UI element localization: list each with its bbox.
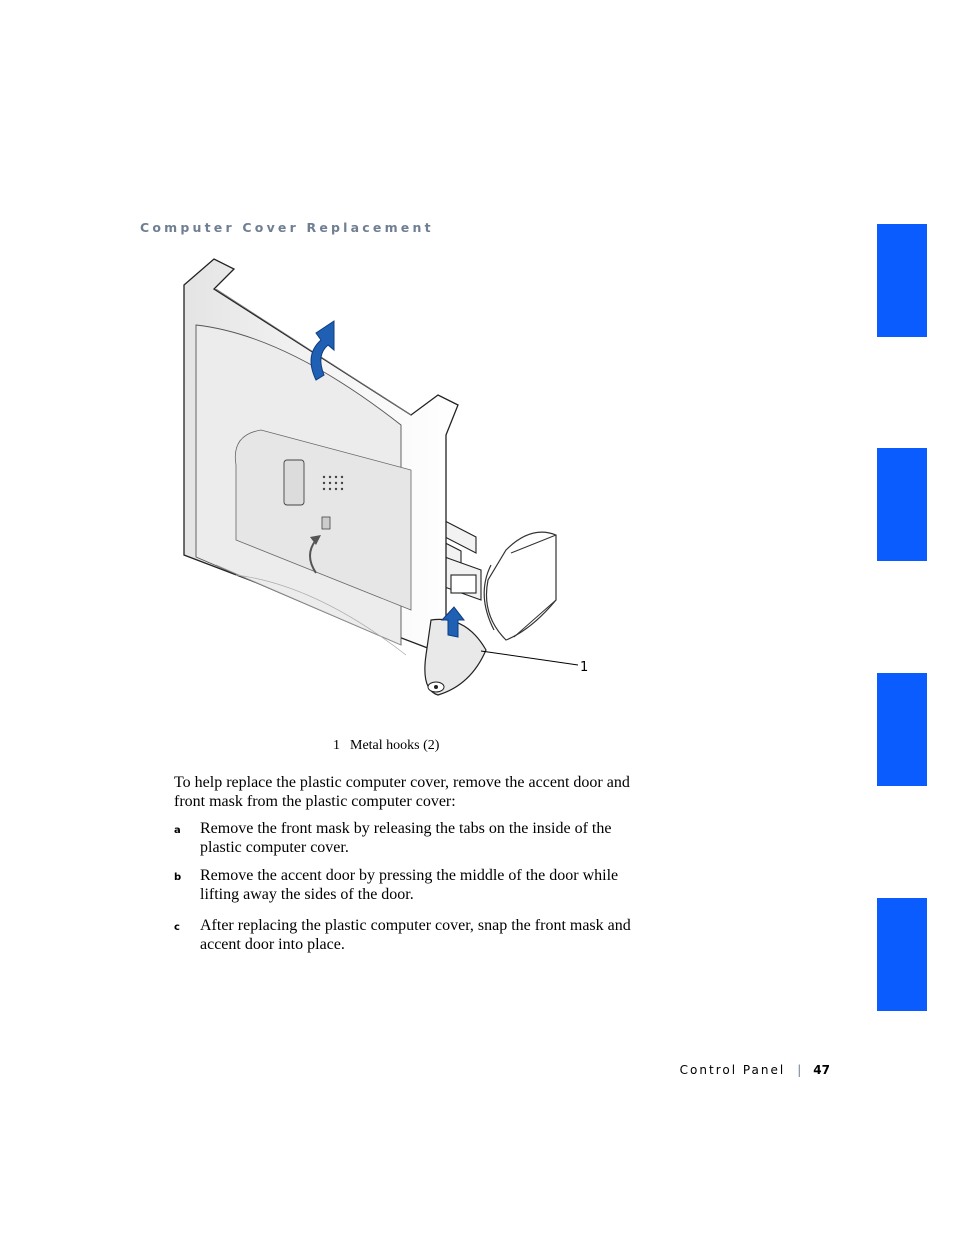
hook-arrow-icon	[440, 606, 466, 638]
side-tab-4	[877, 898, 927, 1011]
figure-callout-number: 1	[580, 660, 589, 675]
side-tab-2	[877, 448, 927, 561]
step-item: c After replacing the plastic computer c…	[174, 916, 634, 954]
side-tab-1	[877, 224, 927, 337]
page-footer: Control Panel | 47	[680, 1063, 830, 1077]
footer-section-label: Control Panel	[679, 1063, 786, 1077]
cover-panel	[183, 258, 487, 696]
step-item: a Remove the front mask by releasing the…	[174, 819, 634, 857]
step-text: Remove the front mask by releasing the t…	[200, 820, 612, 856]
step-letter: c	[174, 922, 180, 933]
side-tab-3	[877, 673, 927, 786]
figure-caption: 1 Metal hooks (2)	[333, 738, 439, 754]
step-letter: b	[174, 872, 182, 883]
step-letter: a	[174, 825, 181, 836]
section-heading: Computer Cover Replacement	[140, 220, 434, 235]
footer-separator: |	[797, 1063, 802, 1077]
callout-leader	[480, 650, 579, 666]
step-text: Remove the accent door by pressing the m…	[200, 867, 619, 903]
page-number: 47	[813, 1063, 830, 1077]
intro-paragraph: To help replace the plastic computer cov…	[174, 774, 630, 810]
chassis-side	[483, 531, 557, 641]
lift-arrow-icon	[310, 320, 335, 381]
caption-number: 1	[333, 738, 340, 753]
caption-label: Metal hooks (2)	[350, 738, 440, 753]
step-item: b Remove the accent door by pressing the…	[174, 866, 634, 904]
step-text: After replacing the plastic computer cov…	[200, 917, 631, 953]
cover-illustration	[183, 258, 579, 696]
rotate-arrow-icon	[309, 535, 321, 574]
